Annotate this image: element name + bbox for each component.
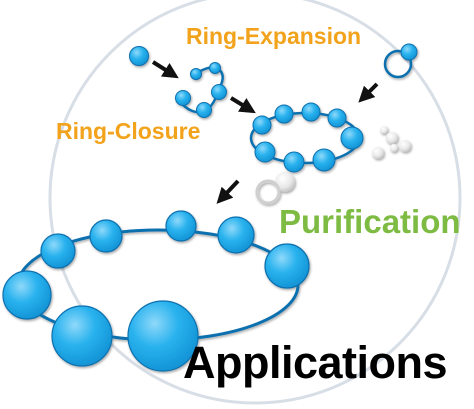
arrow-expansion bbox=[358, 82, 379, 103]
expansion-ring-monomer bbox=[383, 43, 418, 79]
ring-closure-label: Ring-Closure bbox=[56, 118, 201, 144]
arrow-to-small-ring bbox=[229, 96, 256, 114]
ring-expansion-label: Ring-Expansion bbox=[186, 23, 362, 49]
background-circle bbox=[48, 0, 462, 405]
small-cyclic-polymer bbox=[249, 102, 364, 173]
purification-label: Purification bbox=[279, 203, 461, 240]
applications-label: Applications bbox=[183, 337, 448, 388]
large-cyclic-polymer bbox=[2, 210, 310, 372]
arrow-to-chain bbox=[151, 60, 179, 79]
monomer-bead bbox=[129, 46, 149, 66]
arrow-to-large-ring bbox=[216, 179, 240, 204]
impurity-beads bbox=[255, 126, 411, 205]
linear-polymer-chain bbox=[175, 62, 227, 118]
